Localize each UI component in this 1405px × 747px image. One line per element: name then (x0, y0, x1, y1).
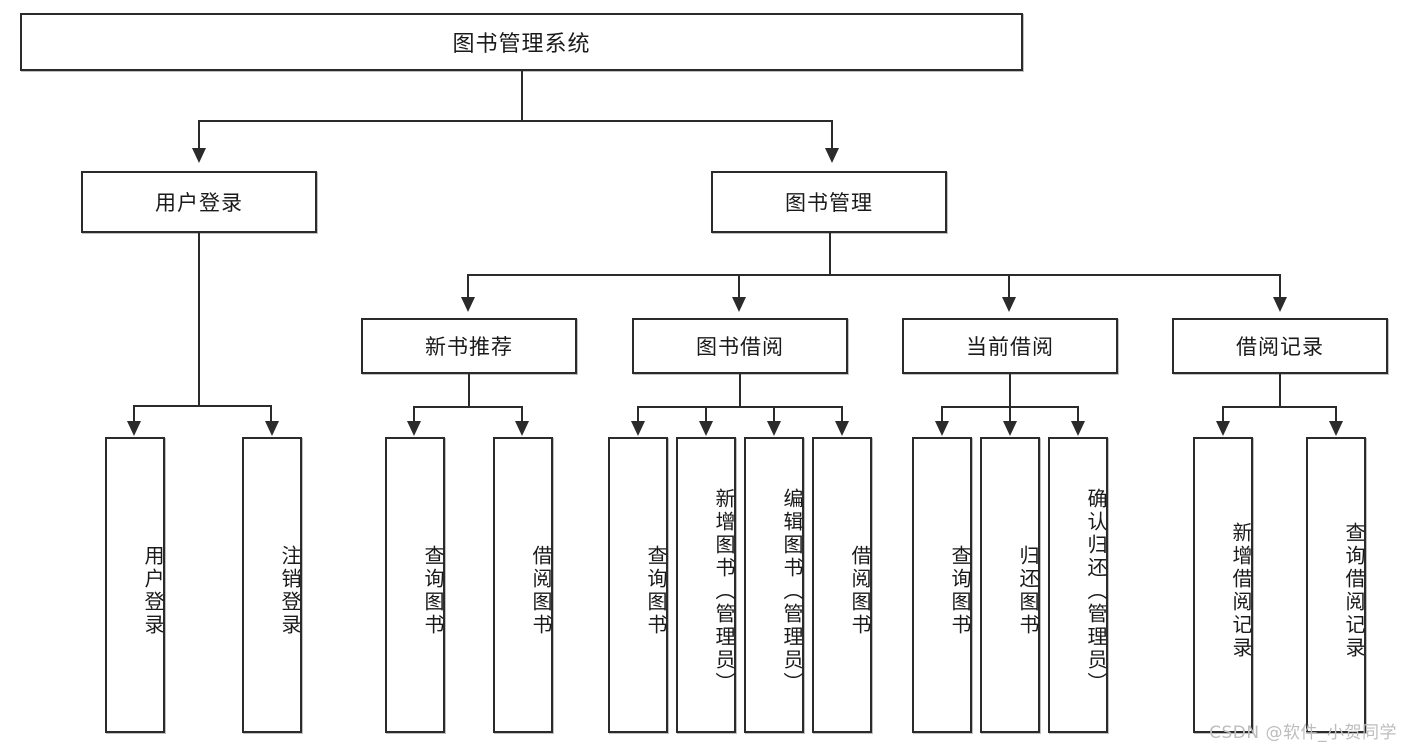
connector-br-stem (1279, 374, 1281, 407)
node-label: 新增借阅记录 (1229, 522, 1253, 660)
arrow-leaf-edit-book (767, 421, 781, 436)
connector-bb-drop-2 (705, 406, 707, 422)
node-label: 新书推荐 (425, 335, 513, 359)
arrow-leaf-user-login (127, 421, 141, 436)
connector-root-stem (521, 71, 523, 121)
connector-bb-bus (637, 406, 843, 408)
node-label: 查询图书 (421, 545, 445, 637)
node-leaf-logout[interactable]: 注销登录 (242, 437, 302, 733)
connector-book-management-stem (829, 233, 831, 275)
node-leaf-return-book[interactable]: 归还图书 (980, 437, 1040, 733)
arrow-leaf-query-book-3 (935, 421, 949, 436)
arrow-leaf-query-record (1329, 421, 1343, 436)
connector-bb-drop-4 (841, 406, 843, 422)
connector-user-login-stem (198, 233, 200, 406)
node-label: 借阅图书 (848, 545, 872, 637)
arrow-leaf-logout (265, 421, 279, 436)
connector-br-bus (1222, 406, 1337, 408)
arrow-current-borrow (1002, 297, 1016, 312)
connector-user-login-drop-1 (133, 405, 135, 422)
connector-root-bus (198, 120, 833, 122)
node-leaf-borrow-book-1[interactable]: 借阅图书 (493, 437, 553, 733)
arrow-leaf-add-record (1216, 421, 1230, 436)
node-book-management[interactable]: 图书管理 (711, 171, 947, 233)
node-label: 当前借阅 (966, 335, 1054, 359)
node-current-borrow[interactable]: 当前借阅 (902, 318, 1118, 374)
connector-to-book-management (831, 120, 833, 148)
connector-nbr-drop-1 (413, 406, 415, 422)
node-leaf-query-book-3[interactable]: 查询图书 (912, 437, 972, 733)
arrow-book-borrow (732, 297, 746, 312)
node-label: 图书管理系统 (452, 32, 591, 57)
connector-nbr-drop-2 (521, 406, 523, 422)
connector-level3-drop-1 (467, 274, 469, 298)
node-label: 查询图书 (644, 545, 668, 637)
node-leaf-query-book-2[interactable]: 查询图书 (608, 437, 668, 733)
connector-nbr-stem (468, 374, 470, 407)
node-label: 归还图书 (1016, 545, 1040, 637)
arrow-leaf-borrow-book-1 (515, 421, 529, 436)
node-borrow-record[interactable]: 借阅记录 (1172, 318, 1388, 374)
connector-user-login-drop-2 (270, 405, 272, 422)
connector-level3-drop-2 (738, 274, 740, 298)
arrow-leaf-return-book (1003, 421, 1017, 436)
node-book-borrow[interactable]: 图书借阅 (632, 318, 848, 374)
connector-nbr-bus (413, 406, 523, 408)
node-label: 图书管理 (785, 191, 873, 215)
node-label: 借阅记录 (1236, 335, 1324, 359)
connector-cb-drop-2 (1009, 406, 1011, 422)
arrow-to-book-management (825, 148, 839, 163)
arrow-leaf-add-book (699, 421, 713, 436)
arrow-leaf-confirm-return (1071, 421, 1085, 436)
connector-cb-stem (1009, 374, 1011, 407)
node-leaf-borrow-book-2[interactable]: 借阅图书 (812, 437, 872, 733)
arrow-leaf-query-book-1 (407, 421, 421, 436)
node-leaf-query-record[interactable]: 查询借阅记录 (1306, 437, 1366, 733)
node-label: 编辑图书（管理员） (780, 487, 804, 695)
node-user-login[interactable]: 用户登录 (81, 171, 317, 233)
node-label: 用户登录 (155, 191, 243, 215)
node-new-book-recommend[interactable]: 新书推荐 (361, 318, 577, 374)
node-root-system[interactable]: 图书管理系统 (20, 13, 1023, 71)
arrow-leaf-query-book-2 (631, 421, 645, 436)
connector-cb-drop-1 (941, 406, 943, 422)
node-leaf-edit-book[interactable]: 编辑图书（管理员） (744, 437, 804, 733)
node-leaf-confirm-return[interactable]: 确认归还（管理员） (1048, 437, 1108, 733)
arrow-to-user-login (192, 148, 206, 163)
node-label: 借阅图书 (529, 545, 553, 637)
node-label: 查询借阅记录 (1342, 522, 1366, 660)
connector-user-login-bus (133, 405, 271, 407)
arrow-borrow-record (1273, 297, 1287, 312)
connector-bb-drop-3 (773, 406, 775, 422)
node-label: 用户登录 (141, 545, 165, 637)
node-label: 图书借阅 (696, 335, 784, 359)
arrow-new-book-recommend (461, 297, 475, 312)
node-label: 新增图书（管理员） (712, 487, 736, 695)
connector-level3-drop-4 (1279, 274, 1281, 298)
connector-cb-drop-3 (1077, 406, 1079, 422)
connector-br-drop-1 (1222, 406, 1224, 422)
connector-br-drop-2 (1335, 406, 1337, 422)
connector-level3-bus (467, 274, 1280, 276)
node-label: 查询图书 (948, 545, 972, 637)
connector-level3-drop-3 (1008, 274, 1010, 298)
connector-to-user-login (198, 120, 200, 148)
node-leaf-add-record[interactable]: 新增借阅记录 (1193, 437, 1253, 733)
arrow-leaf-borrow-book-2 (835, 421, 849, 436)
node-leaf-add-book[interactable]: 新增图书（管理员） (676, 437, 736, 733)
node-label: 注销登录 (278, 545, 302, 637)
node-label: 确认归还（管理员） (1084, 487, 1108, 695)
connector-bb-drop-1 (637, 406, 639, 422)
connector-bb-stem (739, 374, 741, 407)
node-leaf-user-login[interactable]: 用户登录 (105, 437, 165, 733)
node-leaf-query-book-1[interactable]: 查询图书 (385, 437, 445, 733)
